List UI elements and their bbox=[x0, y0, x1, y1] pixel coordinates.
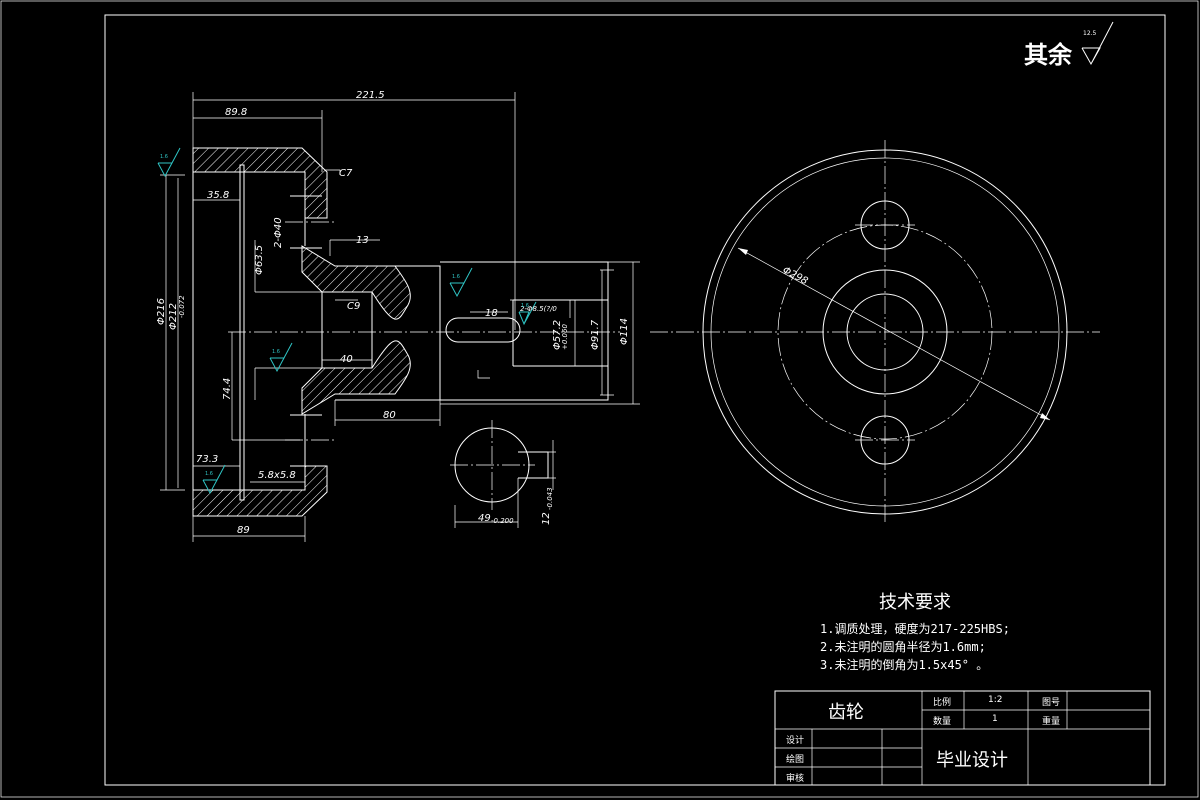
section-view bbox=[160, 92, 640, 542]
dim-49: 49 bbox=[478, 513, 491, 524]
dim-12-tol: -0.043 bbox=[546, 487, 554, 510]
scale-value: 1:2 bbox=[988, 695, 1003, 705]
dim-12: 12 bbox=[541, 512, 552, 525]
project-name: 毕业设计 bbox=[936, 750, 1008, 771]
dim-phi57-tol: +0.060 bbox=[561, 324, 569, 350]
technical-requirements: 技术要求 1.调质处理，硬度为217-225HBS; 2.未注明的圆角半径为1.… bbox=[820, 588, 1100, 674]
quantity-label: 数量 bbox=[933, 717, 952, 727]
dim-89-8: 89.8 bbox=[225, 107, 247, 118]
dim-phi114: Φ114 bbox=[619, 318, 630, 345]
section-dimensions: 221.5 89.8 35.8 2-Φ40 13 C7 C9 Φ63.5 Φ21… bbox=[156, 90, 630, 536]
drawing-no-label: 图号 bbox=[1042, 698, 1061, 708]
dim-phi57-2: Φ57.2 bbox=[552, 320, 563, 350]
roughness-mark-label: 1.6 bbox=[521, 303, 529, 309]
dim-hole-note: 2-Φ8.5(?/0 bbox=[520, 305, 557, 313]
tech-req-item-3: 3.未注明的倒角为1.5x45° 。 bbox=[820, 658, 989, 672]
dim-phi212: Φ212 bbox=[168, 303, 179, 330]
dim-phi63-5: Φ63.5 bbox=[254, 245, 265, 275]
dim-80: 80 bbox=[383, 410, 396, 421]
dim-5-8x5-8: 5.8x5.8 bbox=[258, 470, 296, 481]
drawing-frame bbox=[104, 14, 1166, 786]
dim-phi212-tol: -0.072 bbox=[178, 295, 186, 318]
dim-89: 89 bbox=[237, 525, 250, 536]
roughness-mark-label: 1.6 bbox=[452, 274, 460, 280]
general-roughness-label: 其余 bbox=[1024, 40, 1072, 69]
keyway-section: 49 -0.200 12 -0.043 bbox=[450, 420, 556, 528]
roughness-marks bbox=[157, 147, 537, 495]
dim-c7: C7 bbox=[339, 168, 353, 179]
tech-req-item-1: 1.调质处理，硬度为217-225HBS; bbox=[820, 622, 1010, 636]
part-name: 齿轮 bbox=[828, 702, 864, 723]
general-roughness-symbol: 12.5 bbox=[1081, 21, 1114, 66]
dim-35-8: 35.8 bbox=[207, 190, 229, 201]
tech-req-title: 技术要求 bbox=[879, 592, 951, 613]
dim-74-4: 74.4 bbox=[222, 378, 233, 400]
dim-49-tol: -0.200 bbox=[491, 517, 514, 525]
dim-phi91-7: Φ91.7 bbox=[590, 319, 601, 350]
roughness-mark-label: 1.6 bbox=[205, 471, 213, 477]
dim-73-3: 73.3 bbox=[196, 454, 218, 465]
design-label: 设计 bbox=[786, 736, 805, 746]
dim-40: 40 bbox=[340, 354, 353, 365]
roughness-mark-label: 1.6 bbox=[272, 349, 280, 355]
front-view: Φ298 bbox=[650, 140, 1100, 522]
title-block bbox=[774, 690, 1151, 786]
dim-phi216: Φ216 bbox=[156, 298, 167, 325]
tech-req-item-2: 2.未注明的圆角半径为1.6mm; bbox=[820, 640, 986, 654]
weight-label: 重量 bbox=[1042, 717, 1061, 727]
dim-phi298: Φ298 bbox=[781, 265, 810, 287]
roughness-mark-label: 1.6 bbox=[160, 154, 168, 160]
scale-label: 比例 bbox=[933, 698, 952, 708]
quantity-value: 1 bbox=[992, 714, 998, 724]
dim-2-phi40: 2-Φ40 bbox=[273, 217, 284, 248]
review-label: 审核 bbox=[786, 774, 805, 784]
dim-c9: C9 bbox=[347, 301, 360, 312]
dim-18: 18 bbox=[485, 308, 498, 319]
dim-221-5: 221.5 bbox=[356, 90, 385, 101]
roughness-value: 12.5 bbox=[1083, 30, 1097, 37]
dim-13: 13 bbox=[356, 235, 369, 246]
drawing-label: 绘图 bbox=[786, 755, 805, 765]
